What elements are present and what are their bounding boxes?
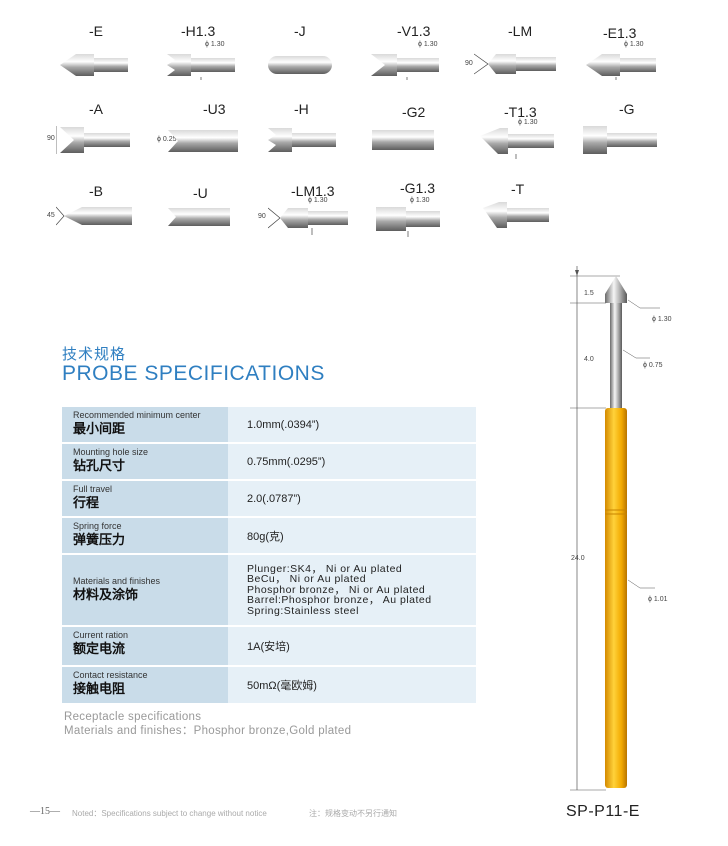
probe-drawing <box>570 266 660 791</box>
spec-value: 80g(克) <box>228 518 476 553</box>
tip-label-B: -B <box>89 183 103 199</box>
tip-label-E: -E <box>89 23 103 39</box>
tip-G2-icon <box>372 130 434 150</box>
material-line: Plunger:SK4， Ni or Au plated <box>247 562 403 575</box>
annotation-phi130: ϕ 1.30 <box>205 41 225 48</box>
annotation-phi025: ϕ 0.25 <box>157 136 177 143</box>
footer-note-cn: 注：规格变动不另行通知 <box>309 809 397 818</box>
tip-label-G: -G <box>619 101 635 117</box>
annotation-phi130: ϕ 1.30 <box>518 119 538 126</box>
spec-row: Current ration 额定电流 1A(安培) <box>62 627 476 667</box>
tip-label-E1.3: -E1.3 <box>603 25 637 41</box>
tip-T-icon <box>483 202 549 228</box>
spec-label-en: Spring force <box>73 521 122 531</box>
annotation-phi130: ϕ 1.30 <box>410 197 430 204</box>
annotation-angle90: 90 <box>465 60 473 67</box>
material-line: BeCu， Ni or Au plated <box>247 573 367 586</box>
tip-LM-icon <box>474 53 556 75</box>
material-line: Spring:Stainless steel <box>247 604 359 617</box>
receptacle-specs: Receptacle specifications Materials and … <box>64 710 351 738</box>
annotation-phi130: ϕ 1.30 <box>308 197 328 204</box>
spec-label-en: Current ration <box>73 630 129 640</box>
model-number: SP-P11-E <box>566 803 640 820</box>
spec-label-en: Materials and finishes <box>73 576 161 586</box>
annotation-angle90: 90 <box>47 135 55 142</box>
tip-label-A: -A <box>89 101 103 117</box>
annotation-angle45: 45 <box>47 212 55 219</box>
phi-plunger-label: ϕ 0.75 <box>643 362 663 369</box>
spec-label-cn: 接触电阻 <box>73 682 126 697</box>
spec-value: 2.0(.0787”) <box>228 481 476 516</box>
tip-J-icon <box>268 56 332 74</box>
spec-label-en: Mounting hole size <box>73 447 149 457</box>
spec-label-cn: 最小间距 <box>73 422 126 437</box>
tip-H1.3-icon <box>167 54 235 80</box>
spec-label-cn: 行程 <box>73 496 100 511</box>
phi-tip-label: ϕ 1.30 <box>652 316 672 323</box>
tip-label-U3: -U3 <box>203 101 226 117</box>
tip-G1.3-icon <box>376 207 440 237</box>
tip-label-H1.3: -H1.3 <box>181 23 216 39</box>
spec-row: Recommended minimum center 最小间距 1.0mm(.03… <box>62 407 476 444</box>
phi-barrel-label: ϕ 1.01 <box>648 596 668 603</box>
section-title-cn: 技术规格 <box>62 345 127 363</box>
tip-U-icon <box>168 208 230 226</box>
tip-LM1.3-icon <box>268 207 348 235</box>
annotation-phi130: ϕ 1.30 <box>624 41 644 48</box>
spec-label-cn: 额定电流 <box>73 642 126 657</box>
spec-label-cn: 弹簧压力 <box>73 533 126 548</box>
tip-label-G2: -G2 <box>402 104 426 120</box>
tip-B-icon <box>56 206 132 226</box>
spec-row: Contact resistance 接触电阻 50mΩ(毫欧姆) <box>62 667 476 705</box>
spec-row: Spring force 弹簧压力 80g(克) <box>62 518 476 555</box>
tip-label-J: -J <box>294 23 306 39</box>
spec-table: Recommended minimum center 最小间距 1.0mm(.03… <box>62 407 476 705</box>
tip-G-icon <box>583 126 657 154</box>
tip-label-LM1.3: -LM1.3 <box>291 183 335 199</box>
spec-label-cn: 钻孔尺寸 <box>73 459 126 474</box>
tip-label-G1.3: -G1.3 <box>400 180 436 196</box>
tip-label-LM: -LM <box>508 23 533 39</box>
tip-label-V1.3: -V1.3 <box>397 23 431 39</box>
tip-U3-icon <box>168 130 238 152</box>
page-number: —15— <box>30 806 60 817</box>
dim-tip: 1.5 <box>584 290 594 297</box>
annotation-angle90: 90 <box>258 213 266 220</box>
receptacle-title: Receptacle specifications <box>64 711 202 723</box>
spec-row: Full travel 行程 2.0(.0787”) <box>62 481 476 518</box>
tip-label-H: -H <box>294 101 309 117</box>
dim-total: 24.0 <box>571 555 585 562</box>
spec-label-en: Full travel <box>73 484 113 494</box>
tip-A-icon <box>56 126 130 154</box>
spec-value: 1A(安培) <box>228 627 476 665</box>
receptacle-materials: Materials and finishes：Phosphor bronze,G… <box>64 725 352 737</box>
spec-label-cn: 材料及涂饰 <box>73 588 139 603</box>
spec-row: Materials and finishes 材料及涂饰 Plunger:SK4，… <box>62 555 476 627</box>
dim-plunger: 4.0 <box>584 356 594 363</box>
tip-T1.3-icon <box>480 128 554 159</box>
tip-H-icon <box>268 128 336 152</box>
section-title-en: PROBE SPECIFICATIONS <box>62 362 325 385</box>
spec-value-materials: Plunger:SK4， Ni or Au plated BeCu， Ni or… <box>228 555 476 625</box>
tip-E-icon <box>60 54 128 76</box>
spec-row: Mounting hole size 钻孔尺寸 0.75mm(.0295”) <box>62 444 476 481</box>
spec-value: 1.0mm(.0394”) <box>228 407 476 442</box>
tip-V1.3-icon <box>371 54 439 80</box>
spec-label-en: Recommended minimum center <box>73 410 201 420</box>
spec-value: 50mΩ(毫欧姆) <box>228 667 476 703</box>
material-line: Phosphor bronze， Ni or Au plated <box>247 583 426 596</box>
footer-note-en: Noted：Specifications subject to change w… <box>72 809 267 818</box>
material-line: Barrel:Phosphor bronze， Au plated <box>247 594 432 607</box>
tip-label-T1.3: -T1.3 <box>504 104 537 120</box>
annotation-phi130: ϕ 1.30 <box>418 41 438 48</box>
spec-label-en: Contact resistance <box>73 670 148 680</box>
tip-E1.3-icon <box>586 54 656 80</box>
tip-label-U: -U <box>193 185 208 201</box>
tip-label-T: -T <box>511 181 525 197</box>
spec-value: 0.75mm(.0295”) <box>228 444 476 479</box>
